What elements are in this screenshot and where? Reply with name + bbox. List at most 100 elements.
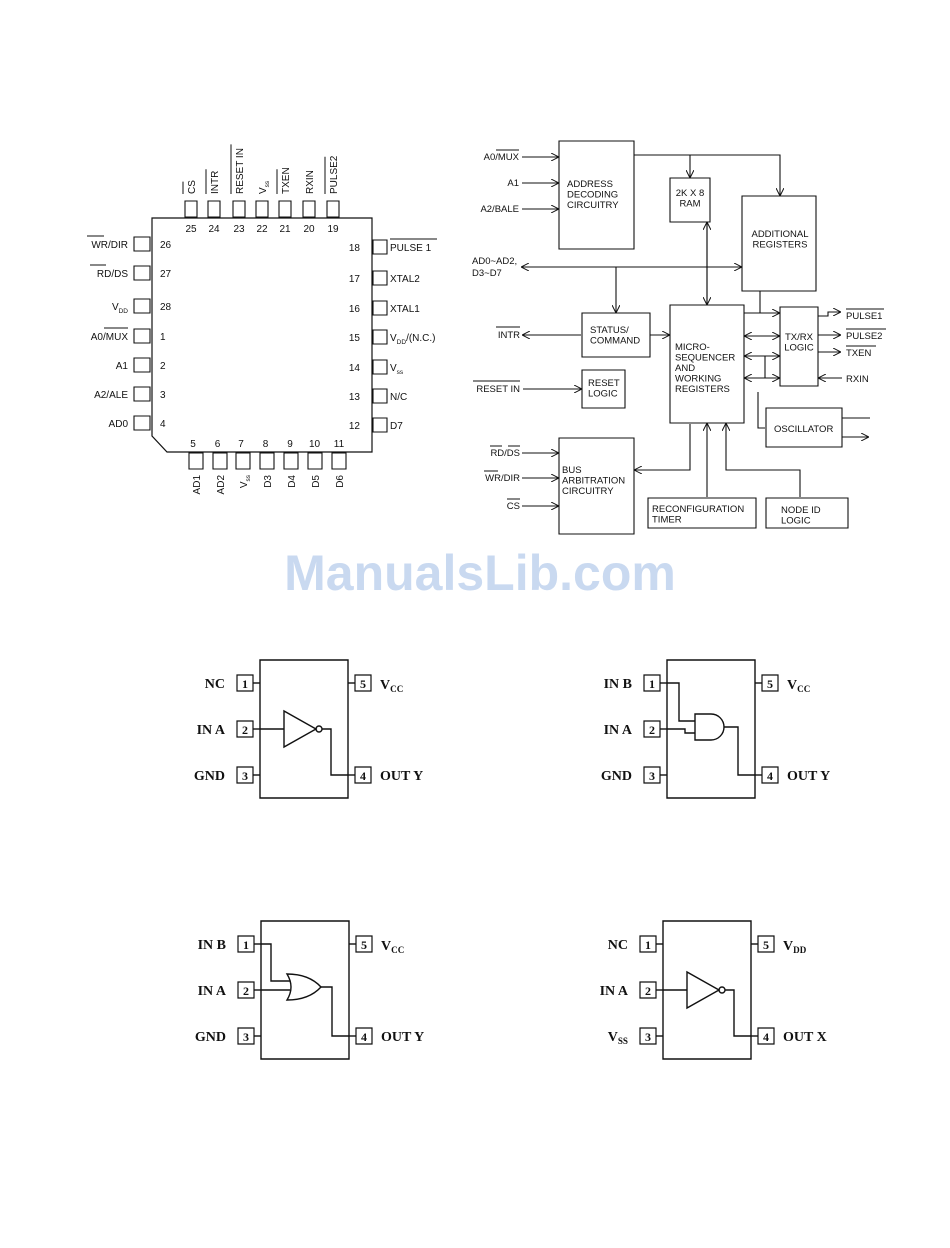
plcc-pin-label: PULSE 1 <box>390 243 432 254</box>
plcc-pin-20 <box>303 201 315 217</box>
gate-pin-number: 3 <box>645 1030 651 1044</box>
txrx-logic-block <box>780 307 818 386</box>
gate-pin-label: OUT Y <box>380 769 423 784</box>
gate-pin-number: 4 <box>767 769 773 783</box>
plcc-pin-23 <box>233 201 245 217</box>
signal-pulse1: PULSE1 <box>846 311 882 322</box>
plcc-pin-number: 17 <box>349 274 361 285</box>
signal-a2-bale: A2/BALE <box>480 204 519 215</box>
gate-pin-number: 4 <box>360 769 366 783</box>
gate-pin-number: 3 <box>242 769 248 783</box>
address-decoding-block <box>559 141 634 249</box>
plcc-pin-2 <box>134 358 150 372</box>
block-label-nodeid: NODE ID <box>781 505 821 516</box>
plcc-pin-label: RXIN <box>305 170 316 194</box>
plcc-pin-number: 2 <box>160 361 166 372</box>
block-label-txrx: LOGIC <box>784 343 814 354</box>
plcc-pin-label: RD/DS <box>97 269 128 280</box>
gate-pin-label: GND <box>194 769 225 784</box>
plcc-pin-number: 12 <box>349 421 361 432</box>
plcc-pin-label: WR/DIR <box>91 240 128 251</box>
plcc-pin-27 <box>134 266 150 280</box>
plcc-pin-22 <box>256 201 268 217</box>
gate-pin-number: 1 <box>649 677 655 691</box>
plcc-pin-label: AD2 <box>216 475 227 495</box>
block-label-txrx: TX/RX <box>785 332 814 343</box>
gate-pin-label: VSS <box>608 1030 628 1046</box>
plcc-pin-label: D5 <box>311 475 322 488</box>
block-label-bus: ARBITRATION <box>562 476 625 487</box>
plcc-pin-number: 23 <box>233 224 245 235</box>
plcc-pin-label: RESET IN <box>235 148 246 194</box>
plcc-pin-label: VDD <box>112 302 128 315</box>
plcc-pin-26 <box>134 237 150 251</box>
plcc-pin-number: 24 <box>208 224 220 235</box>
block-label-micro: WORKING <box>675 374 721 385</box>
plcc-pin-16 <box>373 301 387 315</box>
plcc-pin-1 <box>134 329 150 343</box>
signal-a0-mux: A0/MUX <box>484 152 520 163</box>
plcc-pin-9 <box>284 453 298 469</box>
plcc-pin-number: 19 <box>327 224 339 235</box>
watermark: ManualsLib.com <box>284 545 676 601</box>
plcc-pin-label: XTAL2 <box>390 274 420 285</box>
plcc-pin-number: 16 <box>349 304 361 315</box>
plcc-pin-number: 25 <box>185 224 197 235</box>
signal-ad-bus: D3~D7 <box>472 268 502 279</box>
plcc-pin-number: 26 <box>160 240 172 251</box>
block-label-micro: MICRO- <box>675 342 710 353</box>
gate-pin-label: IN A <box>600 984 629 999</box>
block-label-nodeid: LOGIC <box>781 516 811 527</box>
block-label-addr: CIRCUITRY <box>567 200 619 211</box>
gate-pin-label: GND <box>195 1030 226 1045</box>
plcc-pin-label: N/C <box>390 392 407 403</box>
gate-pin-number: 4 <box>361 1030 367 1044</box>
plcc-pin-label: A0/MUX <box>91 332 129 343</box>
plcc-pin-label: INTR <box>210 171 221 194</box>
plcc-pin-label: AD0 <box>109 419 129 430</box>
gate-pin-number: 3 <box>649 769 655 783</box>
block-label-addr: DECODING <box>567 190 618 201</box>
block-label-micro: SEQUENCER <box>675 353 735 364</box>
gate-pin-number: 5 <box>361 938 367 952</box>
plcc-pin-10 <box>308 453 322 469</box>
gate-pin-number: 3 <box>243 1030 249 1044</box>
plcc-pin-15 <box>373 330 387 344</box>
plcc-pin-number: 22 <box>256 224 268 235</box>
block-label-osc: OSCILLATOR <box>774 424 833 435</box>
gate-pin-number: 4 <box>763 1030 769 1044</box>
plcc-pin-14 <box>373 360 387 374</box>
gate-pin-label: IN A <box>197 723 226 738</box>
oscillator-block <box>766 408 842 447</box>
gate-pin-number: 5 <box>360 677 366 691</box>
gate-pin-number: 2 <box>649 723 655 737</box>
block-label-status: COMMAND <box>590 336 640 347</box>
gate-pin-label: NC <box>608 938 628 953</box>
plcc-pin-label: XTAL1 <box>390 304 420 315</box>
block-label-micro: REGISTERS <box>675 384 730 395</box>
plcc-pin-label: A1 <box>116 361 129 372</box>
signal-wr-dir: WR/DIR <box>485 473 520 484</box>
plcc-pin-number: 11 <box>334 439 345 450</box>
block-label-ram: RAM <box>679 199 700 210</box>
plcc-pin-number: 10 <box>309 439 321 450</box>
gate-pin-number: 2 <box>645 984 651 998</box>
plcc-pin-21 <box>279 201 291 217</box>
block-label-ram: 2K X 8 <box>676 188 705 199</box>
plcc-pin-number: 5 <box>190 439 196 450</box>
plcc-pin-label: Vss <box>390 363 404 376</box>
plcc-pin-label: A2/ALE <box>94 390 128 401</box>
plcc-pin-number: 8 <box>263 439 269 450</box>
plcc-pin-8 <box>260 453 274 469</box>
plcc-pin-number: 14 <box>349 363 361 374</box>
plcc-pin-12 <box>373 418 387 432</box>
gate-pin-number: 5 <box>763 938 769 952</box>
inverter-symbol <box>284 711 316 747</box>
plcc-pin-label: VDD/(N.C.) <box>390 333 436 346</box>
plcc-pin-label: D3 <box>263 475 274 488</box>
gate-pin-label: IN B <box>198 938 226 953</box>
gate-pin-number: 5 <box>767 677 773 691</box>
